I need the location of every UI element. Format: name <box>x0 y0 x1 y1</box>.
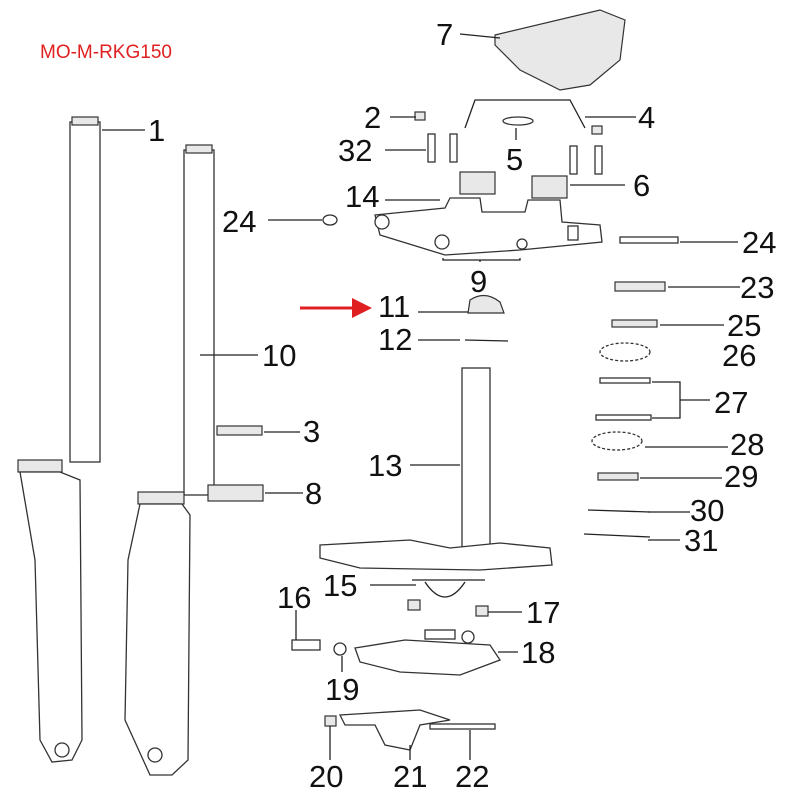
leader-lines <box>102 33 740 760</box>
callout-20: 20 <box>309 759 343 794</box>
callout-30: 30 <box>690 493 724 528</box>
callout-6: 6 <box>633 168 650 203</box>
callout-28: 28 <box>730 427 764 462</box>
callout-11: 11 <box>378 289 410 324</box>
callout-labels: 1 2 4 32 5 6 7 14 24 24 9 11 12 23 10 25… <box>148 17 776 794</box>
callout-12: 12 <box>378 322 412 357</box>
highlight-arrow <box>300 298 372 318</box>
callout-16: 16 <box>277 580 311 615</box>
callout-15: 15 <box>323 568 357 603</box>
part-14-upper-clamp <box>374 197 603 256</box>
callout-4: 4 <box>638 100 655 135</box>
callout-18: 18 <box>521 635 555 670</box>
callout-5: 5 <box>506 142 523 177</box>
callout-8: 8 <box>305 476 322 511</box>
callout-32: 32 <box>338 133 372 168</box>
callout-26: 26 <box>722 338 756 373</box>
callout-19: 19 <box>325 672 359 707</box>
callout-23: 23 <box>740 270 774 305</box>
callout-24-left: 24 <box>222 204 256 239</box>
callout-25: 25 <box>727 308 761 343</box>
callout-17: 17 <box>526 595 560 630</box>
callout-14: 14 <box>345 179 379 214</box>
bolts-32 <box>427 133 603 175</box>
callout-21: 21 <box>393 759 427 794</box>
callout-13: 13 <box>368 448 402 483</box>
fork-right <box>124 144 215 776</box>
fork-left <box>17 116 101 763</box>
part-13-stem <box>461 367 491 551</box>
callout-27: 27 <box>714 385 748 420</box>
callout-7: 7 <box>436 17 453 52</box>
callout-3: 3 <box>303 414 320 449</box>
callout-22: 22 <box>455 759 489 794</box>
callout-10: 10 <box>262 338 296 373</box>
diagram-title: MO-M-RKG150 <box>40 42 172 63</box>
part-7-cover <box>494 9 626 91</box>
callout-29: 29 <box>724 459 758 494</box>
callout-1: 1 <box>148 113 165 148</box>
part-11-nut <box>467 294 505 314</box>
callout-24-right: 24 <box>742 225 776 260</box>
callout-2: 2 <box>364 100 381 135</box>
part-4-bracket <box>464 99 586 129</box>
callout-9: 9 <box>470 264 487 299</box>
callout-31: 31 <box>684 523 718 558</box>
